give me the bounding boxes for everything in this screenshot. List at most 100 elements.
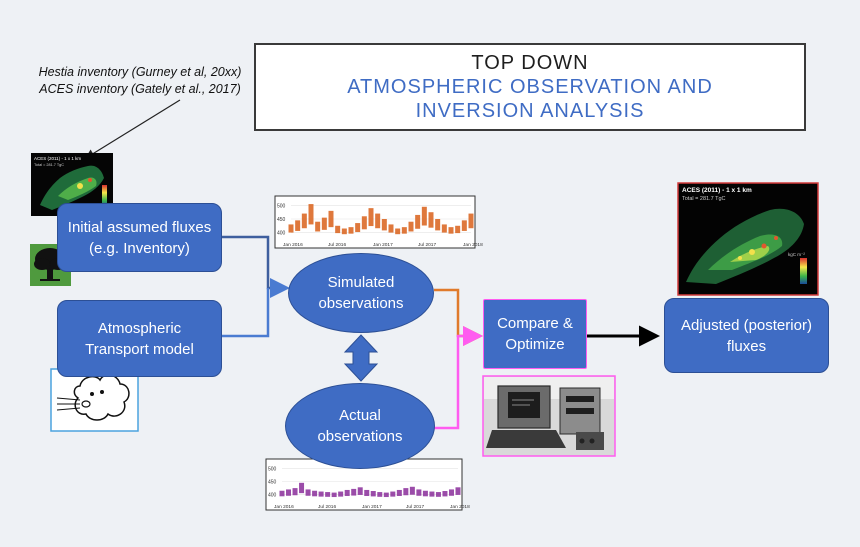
data-point [428,212,434,228]
data-point [370,491,376,497]
x-tick-label: Jan 2017 [373,242,393,248]
y-tick-label: 450 [277,217,286,223]
small-map-subtitle: Total = 281.7 TgC [34,163,64,167]
data-point [286,489,292,496]
data-point [381,219,387,231]
simulated-observations-node: Simulated observations [288,253,434,333]
data-point [312,490,318,497]
data-point [355,223,361,233]
data-point [288,224,294,233]
data-point [442,491,448,497]
transport-model-line2: Transport model [85,340,194,358]
initial-fluxes-node: Initial assumed fluxes (e.g. Inventory) [57,203,222,272]
x-tick-label: Jul 2017 [406,504,424,510]
flux-to-simulated-arrow [222,235,290,298]
x-tick-label: Jul 2017 [418,242,436,248]
x-tick-label: Jan 2018 [463,242,483,248]
y-tick-label: 500 [268,466,277,472]
data-point [395,228,401,235]
data-point [409,486,415,495]
simulated-line1: Simulated [327,274,395,291]
transport-model-node: Atmospheric Transport model [57,300,222,377]
data-point [422,490,428,497]
data-point [416,489,422,496]
title-line3: INVERSION ANALYSIS [415,100,645,122]
data-point [368,208,374,227]
data-point [331,492,337,498]
actual-observations-node: Actual observations [285,383,435,469]
data-point [468,213,474,229]
initial-fluxes-line2: (e.g. Inventory) [89,239,190,257]
computer-photo [482,375,616,457]
small-emissions-map: ACES (2011) - 1 x 1 km Total = 281.7 TgC [31,153,113,216]
adjusted-line1: Adjusted (posterior) [681,316,812,334]
large-map-title: ACES (2011) - 1 x 1 km [682,187,752,194]
diagram-title: TOP DOWN ATMOSPHERIC OBSERVATION AND INV… [254,43,806,131]
data-point [364,489,370,496]
data-point [357,487,363,495]
data-point [441,224,447,233]
transport-model-line1: Atmospheric [97,319,182,337]
data-point [375,213,381,229]
data-point [415,214,421,229]
actual-to-compare-arrow [434,326,483,430]
x-tick-label: Jan 2018 [450,504,470,510]
chart-frame [274,195,476,249]
data-point [448,489,454,496]
data-point [279,490,285,497]
large-map-subtitle: Total = 281.7 TgC [682,196,725,202]
data-point [292,488,298,496]
data-point [351,488,357,496]
data-point [455,487,461,495]
x-tick-label: Jul 2016 [328,242,346,248]
data-point [461,220,467,231]
data-point [383,492,389,498]
data-point [390,491,396,497]
inventory-note: Hestia inventory (Gurney et al, 20xx) AC… [24,64,256,98]
data-point [328,210,334,228]
data-point [388,224,394,233]
adjusted-fluxes-node: Adjusted (posterior) fluxes [664,298,829,373]
data-point [401,227,407,234]
data-point [305,489,311,496]
data-point [396,489,402,496]
data-point [403,488,409,496]
data-point [377,492,383,497]
data-point [321,217,327,230]
large-emissions-map: ACES (2011) - 1 x 1 km Total = 281.7 TgC… [677,182,819,296]
initial-fluxes-line1: Initial assumed fluxes [67,218,212,236]
simulated-line2: observations [318,295,404,312]
x-tick-label: Jul 2016 [318,504,336,510]
small-map-title: ACES (2011) - 1 x 1 km [34,156,81,161]
compare-optimize-node: Compare & Optimize [483,299,587,369]
data-point [344,489,350,496]
title-line1: TOP DOWN [471,52,589,74]
title-line2: ATMOSPHERIC OBSERVATION AND [347,76,713,98]
data-point [435,492,441,497]
x-tick-label: Jan 2017 [362,504,382,510]
compare-line2: Optimize [505,336,565,353]
y-tick-label: 500 [277,203,286,209]
actual-line2: observations [317,428,403,445]
data-point [325,492,331,497]
data-point [301,213,307,229]
data-point [429,491,435,497]
data-point [361,216,367,230]
simulated-to-compare-arrow [434,288,483,346]
double-arrow-icon [343,334,379,382]
transport-to-simulated-arrow [222,288,270,338]
data-point [421,206,427,226]
x-tick-label: Jan 2016 [274,504,294,510]
inventory-note-line1: Hestia inventory (Gurney et al, 20xx) [38,65,242,79]
data-point [315,221,321,232]
compare-line1: Compare & [497,315,573,332]
actual-line1: Actual [339,407,381,424]
data-point [348,227,354,234]
y-tick-label: 450 [268,480,277,486]
large-map-colorbar-label: kgC m⁻² [788,252,805,257]
y-tick-label: 400 [268,493,277,499]
data-point [455,225,461,234]
data-point [448,227,454,234]
x-tick-label: Jan 2016 [283,242,303,248]
